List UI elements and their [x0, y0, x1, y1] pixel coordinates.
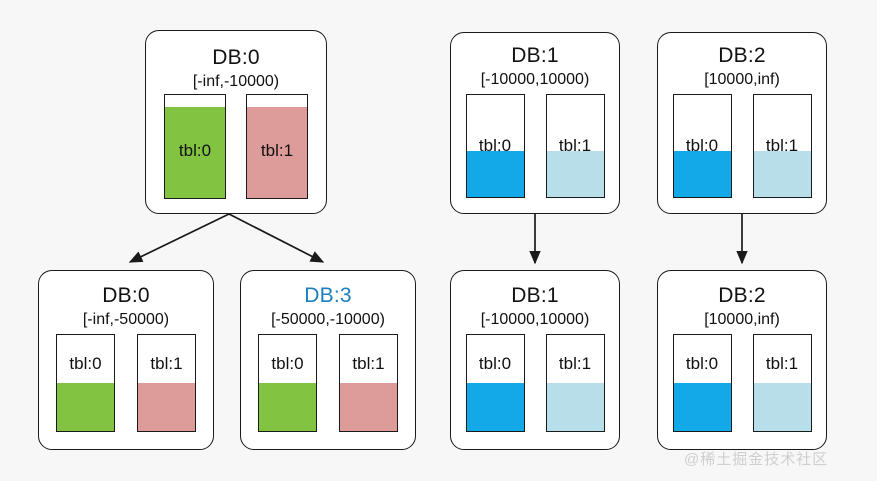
db-title: DB:3: [304, 284, 352, 307]
table-fill: [57, 383, 114, 431]
table-group: tbl:0 tbl:1: [39, 334, 213, 432]
table-fill: [753, 383, 811, 431]
table-label: tbl:0: [685, 354, 719, 373]
table-fill: [165, 107, 225, 198]
table-group: tbl:0 tbl:1: [146, 94, 326, 199]
table-box-tbl1[interactable]: tbl:1: [752, 94, 812, 198]
table-label: tbl:0: [271, 354, 304, 373]
table-fill: [673, 151, 731, 197]
arrow-top-db0-to-bottom-db3: [228, 213, 325, 263]
db-card-bottom-db0[interactable]: DB:0 [-inf,-50000) tbl:0 tbl:1: [38, 270, 214, 450]
table-box-tbl1[interactable]: tbl:1: [246, 94, 308, 199]
table-fill: [673, 383, 731, 431]
table-box-tbl1[interactable]: tbl:1: [339, 334, 398, 432]
table-fill: [340, 383, 397, 431]
table-fill: [247, 107, 307, 198]
db-title: DB:2: [718, 44, 766, 67]
table-box-tbl0[interactable]: tbl:0: [672, 94, 732, 198]
table-group: tbl:0 tbl:1: [451, 334, 619, 432]
watermark: @稀土掘金技术社区: [684, 451, 829, 468]
table-box-tbl0[interactable]: tbl:0: [465, 94, 525, 198]
db-range: [-inf,-50000): [82, 311, 170, 328]
db-card-top-db2[interactable]: DB:2 [10000,inf) tbl:0 tbl:1: [657, 32, 827, 214]
table-label: tbl:0: [478, 354, 512, 373]
table-box-tbl0[interactable]: tbl:0: [164, 94, 226, 199]
table-box-tbl1[interactable]: tbl:1: [752, 334, 812, 432]
table-label: tbl:1: [150, 354, 183, 373]
db-card-bottom-db1[interactable]: DB:1 [-10000,10000) tbl:0 tbl:1: [450, 270, 620, 450]
db-range: [-inf,-10000): [192, 73, 280, 90]
table-box-tbl1[interactable]: tbl:1: [545, 94, 605, 198]
db-range: [10000,inf): [704, 71, 780, 88]
db-card-bottom-db3[interactable]: DB:3 [-50000,-10000) tbl:0 tbl:1: [240, 270, 416, 450]
db-card-top-db1[interactable]: DB:1 [-10000,10000) tbl:0 tbl:1: [450, 32, 620, 214]
table-fill: [259, 383, 316, 431]
table-label: tbl:1: [558, 136, 592, 155]
table-box-tbl0[interactable]: tbl:0: [672, 334, 732, 432]
db-range: [-10000,10000): [480, 71, 590, 88]
arrow-top-db0-to-bottom-db0: [128, 213, 230, 263]
table-box-tbl1[interactable]: tbl:1: [137, 334, 196, 432]
table-fill: [466, 151, 524, 197]
table-label: tbl:0: [178, 141, 212, 160]
db-title: DB:0: [102, 284, 150, 307]
db-range: [-10000,10000): [480, 311, 590, 328]
db-title: DB:1: [511, 44, 559, 67]
table-box-tbl0[interactable]: tbl:0: [465, 334, 525, 432]
table-label: tbl:1: [765, 354, 799, 373]
db-title: DB:2: [718, 284, 766, 307]
table-group: tbl:0 tbl:1: [241, 334, 415, 432]
table-label: tbl:0: [685, 136, 719, 155]
table-label: tbl:1: [765, 136, 799, 155]
table-label: tbl:0: [69, 354, 102, 373]
table-group: tbl:0 tbl:1: [658, 94, 826, 198]
table-group: tbl:0 tbl:1: [451, 94, 619, 198]
table-fill: [546, 383, 604, 431]
table-box-tbl0[interactable]: tbl:0: [258, 334, 317, 432]
table-label: tbl:1: [352, 354, 385, 373]
table-label: tbl:0: [478, 136, 512, 155]
table-fill: [466, 383, 524, 431]
table-box-tbl1[interactable]: tbl:1: [545, 334, 605, 432]
db-card-bottom-db2[interactable]: DB:2 [10000,inf) tbl:0 tbl:1: [657, 270, 827, 450]
table-label: tbl:1: [558, 354, 592, 373]
db-title: DB:1: [511, 284, 559, 307]
table-label: tbl:1: [260, 141, 294, 160]
db-range: [10000,inf): [704, 311, 780, 328]
table-fill: [753, 151, 811, 197]
table-fill: [546, 151, 604, 197]
db-title: DB:0: [212, 46, 260, 69]
table-group: tbl:0 tbl:1: [658, 334, 826, 432]
table-fill: [138, 383, 195, 431]
table-box-tbl0[interactable]: tbl:0: [56, 334, 115, 432]
db-card-top-db0[interactable]: DB:0 [-inf,-10000) tbl:0 tbl:1: [145, 30, 327, 214]
db-range: [-50000,-10000): [271, 311, 385, 328]
